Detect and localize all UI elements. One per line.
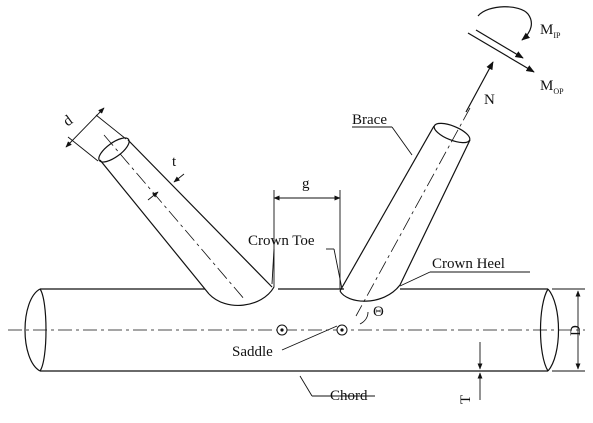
label-d: d xyxy=(60,112,76,130)
angle-arc xyxy=(359,311,369,325)
leader-brace xyxy=(391,126,413,156)
label-n: N xyxy=(484,92,495,108)
dimension-d xyxy=(65,107,127,162)
leader-saddle xyxy=(281,325,338,351)
label-T: T xyxy=(458,395,474,404)
label-saddle: Saddle xyxy=(232,344,273,360)
leader-chord xyxy=(299,375,313,397)
leader-crown-toe xyxy=(271,248,275,285)
label-crown-heel: Crown Heel xyxy=(432,256,505,272)
label-D: D xyxy=(568,325,584,336)
label-brace: Brace xyxy=(352,112,387,128)
dimension-t xyxy=(147,173,185,201)
leader-crown-toe xyxy=(333,248,343,290)
moment-op-arrow xyxy=(467,32,535,73)
label-m-op: MOP xyxy=(540,78,564,96)
label-t: t xyxy=(172,154,177,170)
label-crown-toe: Crown Toe xyxy=(248,233,315,249)
label-chord: Chord xyxy=(330,388,368,404)
label-gap: g xyxy=(302,176,310,192)
label-m-ip: MIP xyxy=(540,22,561,40)
moment-ip-arrow xyxy=(477,6,532,41)
moment-op-arrow xyxy=(475,29,524,59)
force-n-arrow xyxy=(465,61,494,113)
label-theta: Θ xyxy=(373,304,384,320)
left-brace-tube xyxy=(98,137,275,306)
right-brace-tube xyxy=(339,122,471,302)
right-brace-centerline xyxy=(355,107,471,317)
dimension-D xyxy=(552,288,585,372)
dimension-gap xyxy=(273,190,341,289)
left-brace-centerline xyxy=(103,134,246,301)
leader-crown-heel xyxy=(399,271,431,287)
